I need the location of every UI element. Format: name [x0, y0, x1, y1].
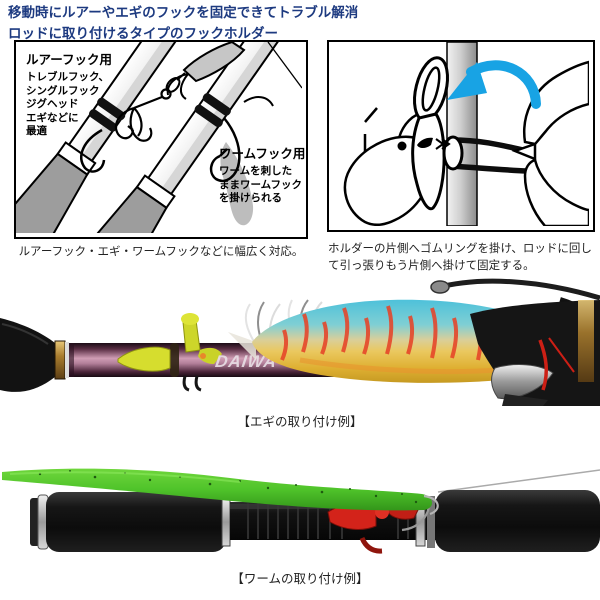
- label-lure-title: ルアーフック用: [26, 53, 113, 67]
- label-worm-hook: ワームフック用 ワームを刺した ままワームフック を掛けられる: [219, 143, 305, 206]
- egi-line-tie: [538, 339, 549, 391]
- holder-hook: [80, 128, 106, 173]
- rod-grip-black: [0, 318, 55, 392]
- hook-types-illustration: [16, 42, 302, 233]
- snap-link: [165, 72, 189, 100]
- rod-left: [16, 42, 215, 233]
- worm-speckles: [38, 470, 418, 504]
- caption-attachment: ホルダーの片側へゴムリングを掛け、ロッドに回して引っ張りもう片側へ掛けて固定する…: [328, 243, 592, 273]
- worm-hook: [209, 117, 241, 183]
- diagram-attachment: [327, 40, 595, 232]
- reel-bail-wire: [435, 278, 600, 301]
- lure-body: [182, 42, 246, 83]
- photo-egi-example: DAIWA: [0, 278, 600, 406]
- rod-brand-logo: DAIWA: [214, 352, 278, 371]
- caption-egi-example: 【エギの取り付け例】: [237, 415, 363, 429]
- treble-hook: [114, 88, 172, 142]
- headline-line1: 移動時にルアーやエギのフックを固定できてトラブル解消: [8, 5, 359, 20]
- fishing-line: [267, 42, 302, 89]
- eva-grip-left: [46, 492, 226, 552]
- caption-hook-types: ルアーフック・エギ・ワームフックなどに幅広く対応。: [18, 246, 304, 258]
- eva-grip-right: [435, 490, 600, 552]
- headline-line2: ロッドに取り付けるタイプのフックホルダー: [8, 25, 278, 41]
- label-worm-title: ワームフック用: [219, 147, 306, 161]
- photo-worm-example: [2, 468, 600, 554]
- daiwa-logo: [417, 137, 451, 150]
- holder-band: [97, 97, 126, 121]
- rod-grip: [16, 152, 89, 233]
- rod-right: [73, 42, 295, 233]
- hook-holder: [397, 56, 464, 211]
- caption-worm-example: 【ワームの取り付け例】: [231, 572, 369, 586]
- headline: 移動時にルアーやエギのフックを固定できてトラブル解消 ロッドに取り付けるタイプの…: [8, 3, 358, 45]
- hook-holder-yellow: [117, 313, 222, 372]
- reel-seat: [470, 300, 600, 406]
- reel-stem: [491, 364, 554, 400]
- gold-ring: [54, 340, 66, 380]
- fishing-line: [437, 469, 600, 493]
- label-lure-hook: ルアーフック用 トレブルフック、 シングルフック ジグヘッド エギなどに 最適: [26, 49, 112, 139]
- soft-worm: [2, 468, 433, 511]
- diagram-hook-types: ルアーフック用 トレブルフック、 シングルフック ジグヘッド エギなどに 最適 …: [14, 40, 308, 239]
- hook-shadow: [220, 142, 254, 226]
- attachment-illustration: [343, 42, 589, 226]
- rotate-arrow: [447, 60, 541, 109]
